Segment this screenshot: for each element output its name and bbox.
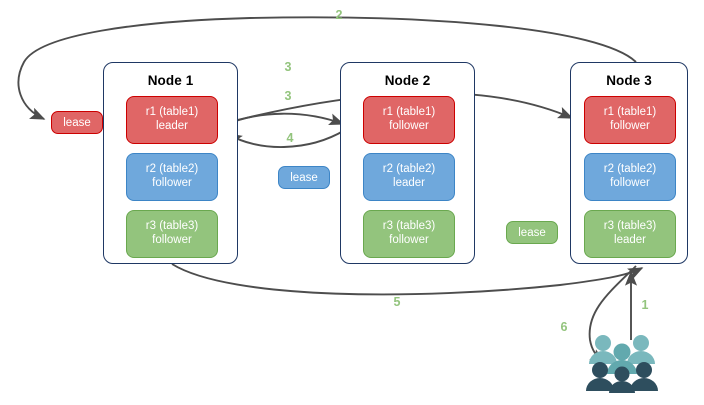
range-role: follower — [152, 177, 192, 189]
range-name: r2 (table2) — [603, 163, 657, 176]
lease-box-r3[interactable]: lease — [506, 221, 558, 244]
range-name: r3 (table3) — [603, 220, 657, 233]
range-box-node1-r3[interactable]: r3 (table3) follower — [126, 210, 218, 258]
edge-label-3-short: 3 — [284, 89, 292, 103]
range-box-node3-r1[interactable]: r1 (table1) follower — [584, 96, 676, 144]
range-box-node1-r1[interactable]: r1 (table1) leader — [126, 96, 218, 144]
range-role: leader — [614, 234, 646, 246]
edge-label-2: 2 — [335, 8, 343, 22]
range-role: follower — [610, 177, 650, 189]
range-box-node1-r2[interactable]: r2 (table2) follower — [126, 153, 218, 201]
range-name: r1 (table1) — [145, 106, 199, 119]
range-role: follower — [389, 234, 429, 246]
edge-label-6: 6 — [560, 320, 568, 334]
edge-5-path — [171, 263, 644, 296]
node-box-1[interactable]: Node 1 r1 (table1) leader r2 (table2) fo… — [103, 62, 238, 264]
range-role: follower — [389, 120, 429, 132]
node-box-3[interactable]: Node 3 r1 (table1) follower r2 (table2) … — [570, 62, 688, 264]
range-name: r2 (table2) — [145, 163, 199, 176]
users-group-icon — [586, 335, 658, 393]
range-role: leader — [156, 120, 188, 132]
range-box-node2-r2[interactable]: r2 (table2) leader — [363, 153, 455, 201]
node-box-2[interactable]: Node 2 r1 (table1) follower r2 (table2) … — [340, 62, 475, 264]
range-name: r1 (table1) — [382, 106, 436, 119]
range-name: r1 (table1) — [603, 106, 657, 119]
node-title-1: Node 1 — [147, 73, 194, 88]
range-box-node3-r3[interactable]: r3 (table3) leader — [584, 210, 676, 258]
node-title-2: Node 2 — [384, 73, 431, 88]
range-role: leader — [393, 177, 425, 189]
node-title-3: Node 3 — [606, 73, 652, 88]
edge-label-1: 1 — [641, 298, 649, 312]
range-box-node2-r3[interactable]: r3 (table3) follower — [363, 210, 455, 258]
range-name: r2 (table2) — [382, 163, 436, 176]
lease-box-r2[interactable]: lease — [278, 166, 330, 189]
range-role: follower — [152, 234, 192, 246]
edge-label-3-long: 3 — [284, 60, 292, 74]
range-name: r3 (table3) — [145, 220, 199, 233]
range-box-node3-r2[interactable]: r2 (table2) follower — [584, 153, 676, 201]
range-role: follower — [610, 120, 650, 132]
edge-label-4: 4 — [286, 131, 294, 145]
lease-box-r1[interactable]: lease — [51, 111, 103, 134]
edge-3-short-path — [222, 112, 345, 127]
edge-label-5: 5 — [393, 295, 401, 309]
range-box-node2-r1[interactable]: r1 (table1) follower — [363, 96, 455, 144]
range-name: r3 (table3) — [382, 220, 436, 233]
